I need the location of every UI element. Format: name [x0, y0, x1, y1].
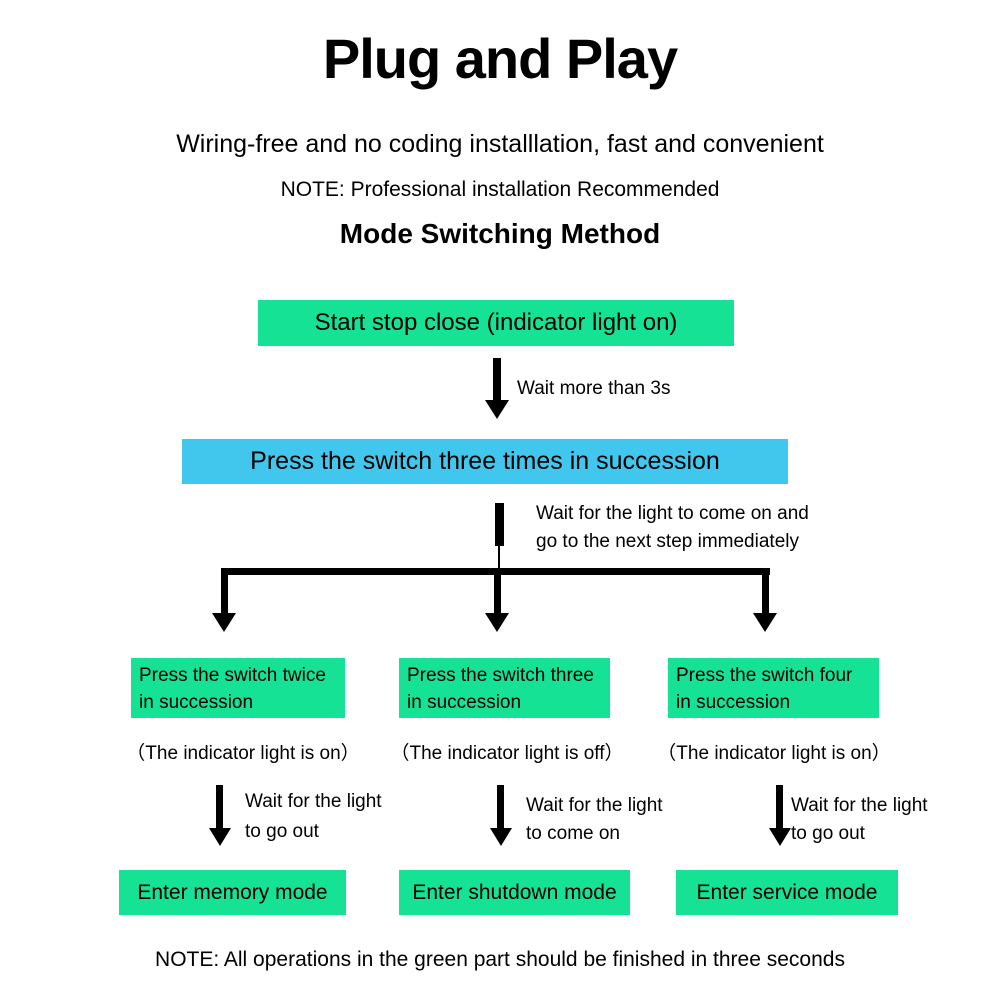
indicator-state-2: （The indicator light is off）	[390, 743, 624, 764]
step-start-stop-close: Start stop close (indicator light on)	[258, 300, 734, 346]
wait-arrow-3-head	[769, 828, 791, 846]
action-line2: in succession	[676, 692, 791, 713]
down-arrow-head	[485, 400, 509, 419]
branch-left-arrow-head	[212, 613, 236, 632]
action-line2: in succession	[139, 692, 254, 713]
section-heading: Mode Switching Method	[339, 218, 661, 249]
wait-arrow-1-head	[209, 828, 231, 846]
wait-1-line2: to go out	[245, 821, 319, 842]
wait-arrow-2-shaft	[497, 785, 504, 828]
wait-arrow-2-head	[490, 828, 512, 846]
branch-right-arrow-shaft	[762, 575, 769, 613]
arrow1-label: Wait more than 3s	[517, 378, 671, 399]
action-line1: Press the switch three	[407, 665, 594, 686]
down-arrow-shaft	[493, 358, 501, 402]
wait-3-line2: to go out	[791, 823, 865, 844]
wait-2-line2: to come on	[526, 823, 620, 844]
action-line1: Press the switch four	[676, 665, 853, 686]
wait-3-line1: Wait for the light	[791, 795, 928, 816]
branch-center-arrow-head	[485, 613, 509, 632]
arrow2-label-line2: go to the next step immediately	[536, 531, 799, 552]
indicator-state-3: （The indicator light is on）	[657, 743, 891, 764]
wait-1-line1: Wait for the light	[245, 791, 382, 812]
note-bottom: NOTE: All operations in the green part s…	[155, 948, 845, 971]
action-box-three: Press the switch three in succession	[399, 658, 610, 718]
result-shutdown-mode: Enter shutdown mode	[399, 870, 630, 915]
branch-right-arrow-head	[753, 613, 777, 632]
branch-center-arrow-shaft	[494, 575, 501, 613]
wait-arrow-1-shaft	[216, 785, 223, 828]
branch-connector-stub	[498, 546, 500, 570]
result-memory-mode: Enter memory mode	[119, 870, 346, 915]
indicator-state-1: （The indicator light is on）	[126, 743, 360, 764]
branch-horizontal-line	[221, 568, 770, 575]
action-box-four: Press the switch four in succession	[668, 658, 879, 718]
action-box-twice: Press the switch twice in succession	[131, 658, 345, 718]
step-press-three-times: Press the switch three times in successi…	[182, 439, 788, 484]
action-line1: Press the switch twice	[139, 665, 326, 686]
page-title: Plug and Play	[322, 27, 678, 90]
action-line2: in succession	[407, 692, 522, 713]
wait-2-line1: Wait for the light	[526, 795, 663, 816]
wait-arrow-3-shaft	[776, 785, 783, 828]
subtitle: Wiring-free and no coding installlation,…	[176, 130, 824, 158]
note-top: NOTE: Professional installation Recommen…	[280, 178, 720, 201]
arrow2-label-line1: Wait for the light to come on and	[536, 503, 809, 524]
result-service-mode: Enter service mode	[676, 870, 898, 915]
branch-left-arrow-shaft	[221, 575, 228, 613]
vertical-bar	[495, 503, 504, 546]
